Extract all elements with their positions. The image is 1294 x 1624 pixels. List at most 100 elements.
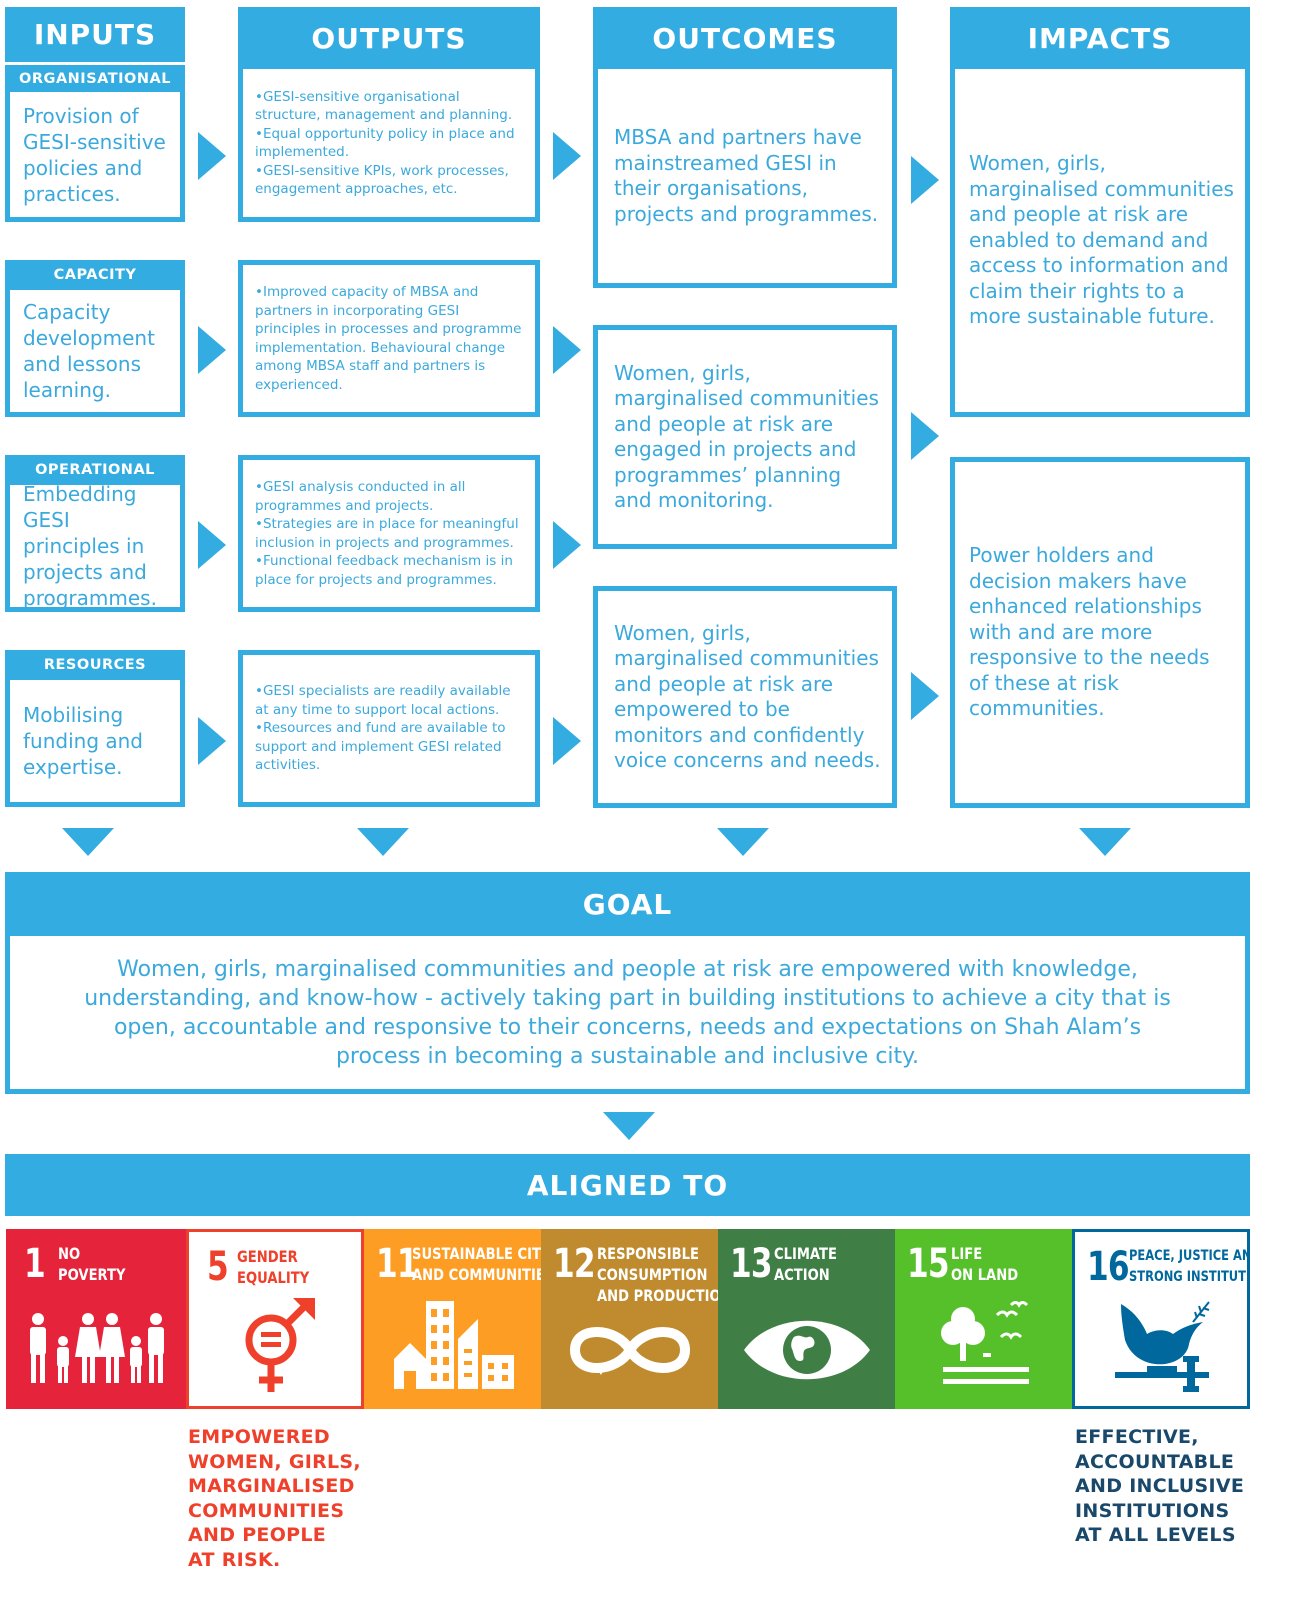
arrow-down-icon bbox=[357, 828, 409, 856]
label-line: WOMEN, GIRLS, bbox=[188, 1450, 361, 1473]
output-line: •Equal opportunity policy in place and i… bbox=[255, 125, 515, 161]
sdg-title-line: ACTION bbox=[774, 1265, 830, 1284]
eye-globe-icon bbox=[744, 1320, 870, 1380]
impact-text: Women, girls, marginalised communities a… bbox=[969, 151, 1234, 329]
sdg-tile-12: 12 RESPONSIBLE CONSUMPTION AND PRODUCTIO… bbox=[541, 1229, 718, 1409]
arrow-right-icon bbox=[911, 672, 939, 720]
output-line: •GESI specialists are readily available … bbox=[255, 683, 511, 718]
output-line: •Functional feedback mechanism is in pla… bbox=[255, 553, 513, 588]
sdg-title: LIFE ON LAND bbox=[951, 1243, 1018, 1285]
arrow-right-icon bbox=[553, 717, 581, 765]
goal-header: GOAL bbox=[5, 872, 1250, 936]
sdg-title-line: AND PRODUCTION bbox=[597, 1286, 718, 1305]
sdg-number: 1 bbox=[24, 1241, 46, 1287]
sdg-number: 5 bbox=[207, 1244, 229, 1290]
empowered-label: EMPOWERED WOMEN, GIRLS, MARGINALISED COM… bbox=[188, 1425, 368, 1572]
label-line: MARGINALISED bbox=[188, 1475, 355, 1497]
sdg-title-line: PEACE, JUSTICE AND bbox=[1129, 1248, 1250, 1264]
sdg-title-line: NO bbox=[58, 1244, 81, 1263]
output-box-4: •GESI specialists are readily available … bbox=[238, 650, 540, 807]
sdg-tile-13: 13 CLIMATE ACTION bbox=[718, 1229, 895, 1409]
input-text: Embedding GESI principles in projects an… bbox=[23, 482, 157, 610]
input-header-resources: RESOURCES bbox=[5, 650, 185, 680]
city-icon bbox=[394, 1301, 514, 1389]
label-line: COMMUNITIES bbox=[188, 1499, 345, 1522]
impacts-header: IMPACTS bbox=[950, 7, 1250, 69]
sdg-title-line: GENDER bbox=[237, 1247, 298, 1266]
output-line: •GESI-sensitive KPIs, work processes, en… bbox=[255, 162, 509, 198]
sdg-number: 11 bbox=[376, 1241, 419, 1287]
sdg-number: 16 bbox=[1087, 1244, 1130, 1290]
label-line: AND PEOPLE bbox=[188, 1524, 327, 1546]
sdg-title-line: CONSUMPTION bbox=[597, 1265, 708, 1284]
outputs-header: OUTPUTS bbox=[238, 7, 540, 69]
arrow-down-icon bbox=[1079, 828, 1131, 856]
arrow-right-icon bbox=[911, 412, 939, 460]
impact-box-1: Women, girls, marginalised communities a… bbox=[950, 69, 1250, 417]
outcome-box-1: MBSA and partners have mainstreamed GESI… bbox=[593, 69, 897, 288]
sdg-number: 12 bbox=[553, 1241, 596, 1287]
sdg-title: SUSTAINABLE CITIES AND COMMUNITIES bbox=[412, 1243, 541, 1285]
sdg-tile-5: 5 GENDER EQUALITY bbox=[186, 1229, 364, 1409]
family-icon bbox=[30, 1313, 164, 1383]
sdg-title: CLIMATE ACTION bbox=[774, 1243, 837, 1285]
goal-text: Women, girls, marginalised communities a… bbox=[84, 956, 1171, 1069]
input-box-resources: Mobilising funding and expertise. bbox=[5, 680, 185, 807]
input-text: Provision of GESI-sensitive policies and… bbox=[23, 103, 166, 206]
arrow-right-icon bbox=[198, 326, 226, 374]
outcome-text: Women, girls, marginalised communities a… bbox=[614, 360, 879, 513]
label-line: INSTITUTIONS bbox=[1075, 1499, 1230, 1522]
label-line: EMPOWERED bbox=[188, 1426, 330, 1448]
output-box-1: •GESI-sensitive organisational structure… bbox=[238, 69, 540, 222]
label-line: ACCOUNTABLE bbox=[1075, 1450, 1235, 1473]
outcomes-header: OUTCOMES bbox=[593, 7, 897, 69]
outcome-text: MBSA and partners have mainstreamed GESI… bbox=[614, 125, 879, 226]
label-line: AT RISK. bbox=[188, 1548, 281, 1571]
sdg-title-line: ON LAND bbox=[951, 1265, 1019, 1284]
input-box-capacity: Capacity development and lessons learnin… bbox=[5, 290, 185, 417]
tree-birds-icon bbox=[941, 1301, 1029, 1384]
sdg-title-line: AND COMMUNITIES bbox=[412, 1265, 541, 1284]
arrow-right-icon bbox=[553, 132, 581, 180]
label-line: AT ALL LEVELS bbox=[1075, 1524, 1236, 1546]
arrow-right-icon bbox=[198, 132, 226, 180]
sdg-title-line: LIFE bbox=[951, 1244, 983, 1263]
outcome-box-3: Women, girls, marginalised communities a… bbox=[593, 586, 897, 808]
arrow-right-icon bbox=[553, 521, 581, 569]
effective-institutions-label: EFFECTIVE, ACCOUNTABLE AND INCLUSIVE INS… bbox=[1075, 1425, 1255, 1548]
output-line: •GESI analysis conducted in all programm… bbox=[255, 479, 466, 514]
sdg-tile-16: 16 PEACE, JUSTICE AND STRONG INSTITUTION… bbox=[1072, 1229, 1250, 1409]
sdg-tile-11: 11 SUSTAINABLE CITIES AND COMMUNITIES bbox=[364, 1229, 541, 1409]
arrow-right-icon bbox=[198, 521, 226, 569]
sdg-tile-15: 15 LIFE ON LAND bbox=[895, 1229, 1072, 1409]
output-box-3: •GESI analysis conducted in all programm… bbox=[238, 455, 540, 612]
sdg-title: RESPONSIBLE CONSUMPTION AND PRODUCTION bbox=[597, 1243, 718, 1306]
impact-text: Power holders and decision makers have e… bbox=[969, 543, 1210, 721]
output-box-2: •Improved capacity of MBSA and partners … bbox=[238, 260, 540, 417]
output-line: •Strategies are in place for meaningful … bbox=[255, 516, 519, 551]
sdg-title-line: EQUALITY bbox=[237, 1268, 310, 1287]
arrow-down-icon bbox=[603, 1112, 655, 1140]
output-line: •Resources and fund are available to sup… bbox=[255, 720, 506, 774]
sdg-title: NO POVERTY bbox=[58, 1243, 125, 1285]
aligned-header: ALIGNED TO bbox=[5, 1154, 1250, 1216]
sdg-title: PEACE, JUSTICE AND STRONG INSTITUTIONS bbox=[1129, 1246, 1250, 1288]
arrow-right-icon bbox=[198, 717, 226, 765]
sdg-title-line: SUSTAINABLE CITIES bbox=[412, 1244, 541, 1263]
outcome-box-2: Women, girls, marginalised communities a… bbox=[593, 325, 897, 549]
input-box-operational: Embedding GESI principles in projects an… bbox=[5, 482, 185, 612]
goal-box: Women, girls, marginalised communities a… bbox=[5, 936, 1250, 1094]
impact-box-2: Power holders and decision makers have e… bbox=[950, 457, 1250, 808]
input-header-capacity: CAPACITY bbox=[5, 260, 185, 290]
sdg-number: 13 bbox=[730, 1241, 773, 1287]
infinity-loop-icon bbox=[569, 1327, 691, 1375]
sdg-title-line: RESPONSIBLE bbox=[597, 1244, 699, 1263]
output-line: •GESI-sensitive organisational structure… bbox=[255, 88, 513, 124]
arrow-right-icon bbox=[553, 326, 581, 374]
sdg-tile-1: 1 NO POVERTY bbox=[6, 1229, 186, 1409]
label-line: AND INCLUSIVE bbox=[1075, 1475, 1245, 1497]
sdg-title-line: CLIMATE bbox=[774, 1244, 837, 1263]
input-header-organisational: ORGANISATIONAL bbox=[5, 65, 185, 92]
input-box-organisational: Provision of GESI-sensitive policies and… bbox=[5, 92, 185, 222]
dove-gavel-icon bbox=[1115, 1301, 1210, 1392]
